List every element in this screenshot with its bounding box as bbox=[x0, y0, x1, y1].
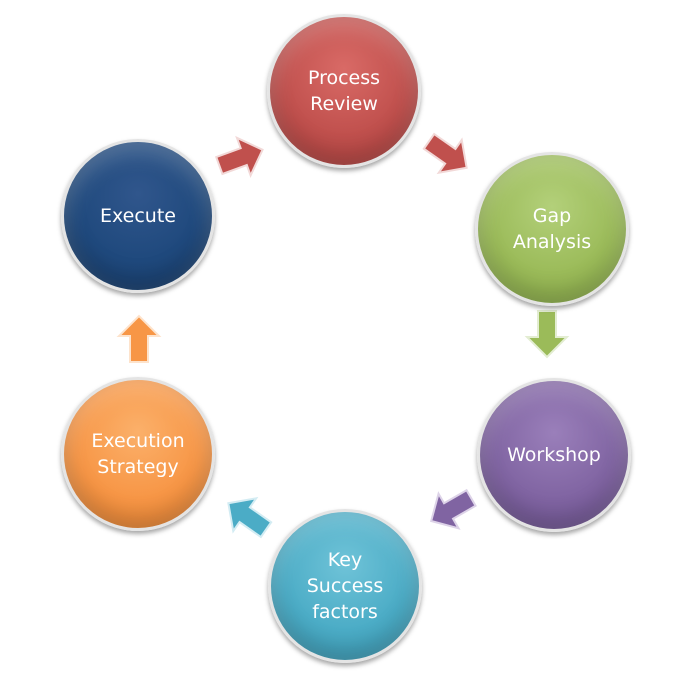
node-execute: Execute bbox=[61, 139, 215, 293]
node-label: Key Success factors bbox=[306, 549, 384, 623]
node-workshop: Workshop bbox=[477, 378, 631, 532]
arrow-workshop-to-key-success-factors bbox=[420, 479, 483, 540]
node-key-success-factors: Key Success factors bbox=[268, 509, 422, 663]
node-label: Gap Analysis bbox=[512, 205, 592, 253]
node-process-review: Process Review bbox=[267, 14, 421, 168]
arrow-process-review-to-gap-analysis bbox=[416, 123, 480, 186]
node-label: Process Review bbox=[307, 67, 381, 115]
arrow-gap-analysis-to-workshop bbox=[526, 310, 568, 358]
node-label: Execute bbox=[100, 205, 176, 227]
arrow-execution-strategy-to-execute bbox=[118, 315, 160, 363]
arrow-execute-to-process-review bbox=[211, 129, 271, 186]
node-execution-strategy: Execution Strategy bbox=[61, 377, 215, 531]
arrow-key-success-factors-to-execution-strategy bbox=[215, 485, 279, 548]
node-label: Workshop bbox=[507, 444, 601, 466]
node-label: Execution Strategy bbox=[91, 430, 185, 478]
node-gap-analysis: Gap Analysis bbox=[475, 152, 629, 306]
